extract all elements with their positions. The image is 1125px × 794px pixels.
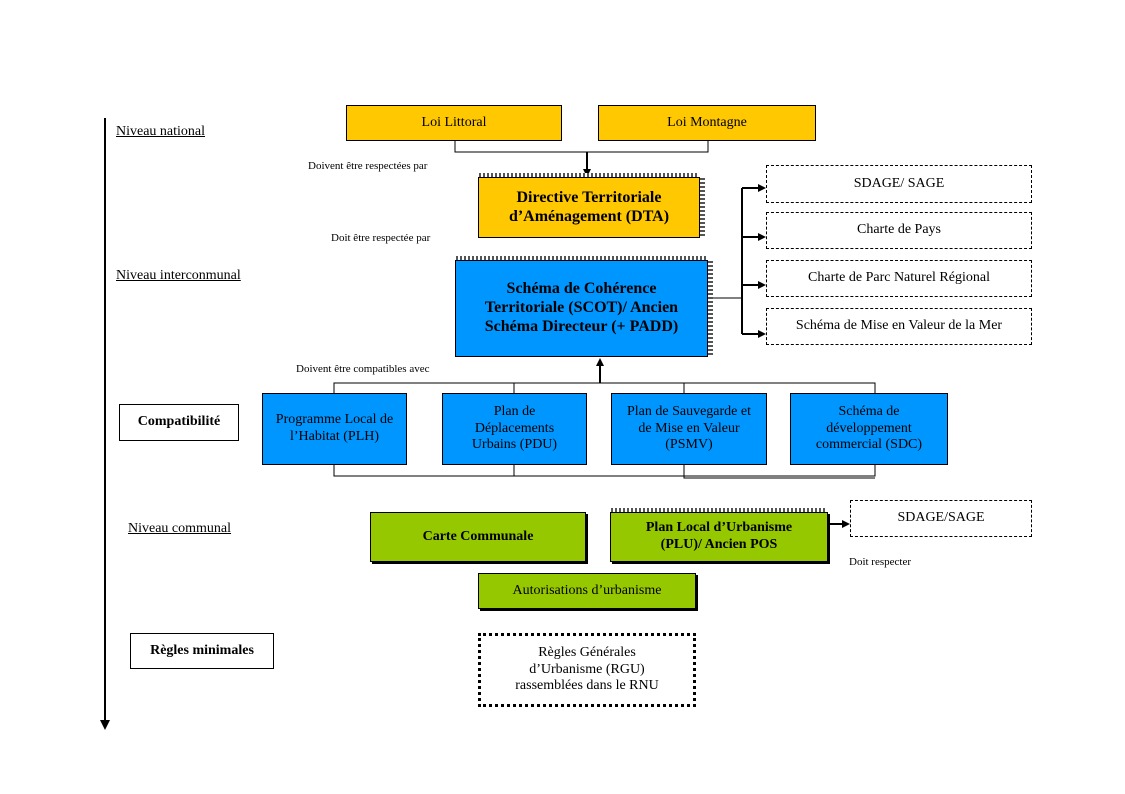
level-national: Niveau national (116, 124, 206, 139)
sdage-sage-box-1: SDAGE/ SAGE (766, 165, 1032, 203)
charte-pays-box: Charte de Pays (766, 212, 1032, 249)
level-intercommunal: Niveau interconmunal (116, 268, 241, 283)
compatibilite-box: Compatibilité (119, 404, 239, 441)
plu-label: Plan Local d’Urbanisme (PLU)/ Ancien POS (645, 520, 793, 552)
compat-bottom-connector (333, 465, 876, 477)
dta-label: Directive Territoriale d’Aménagement (DT… (508, 188, 670, 225)
loi-montagne-box: Loi Montagne (598, 105, 816, 141)
label-doivent-etre-compatibles: Doivent être compatibles avec (296, 363, 430, 375)
rgu-box: Règles Générales d’Urbanisme (RGU) rasse… (478, 633, 696, 707)
scot-label: Schéma de Cohérence Territoriale (SCOT)/… (484, 280, 679, 335)
dta-hatch-right (700, 178, 705, 237)
psmv-box: Plan de Sauvegarde et de Mise en Valeur … (611, 393, 767, 465)
schema-mer-box: Schéma de Mise en Valeur de la Mer (766, 308, 1032, 345)
carte-communale-box: Carte Communale (370, 512, 586, 562)
label-doit-respecter: Doit respecter (849, 556, 911, 568)
label-doivent-etre-respectees: Doivent être respectées par (308, 160, 428, 172)
scot-hatch-top (456, 256, 707, 260)
autorisations-box: Autorisations d’urbanisme (478, 573, 696, 609)
level-axis-arrowhead (100, 720, 110, 730)
sdage-sage-box-2: SDAGE/SAGE (850, 500, 1032, 537)
dta-hatch-top (479, 173, 699, 177)
charte-parc-box: Charte de Parc Naturel Régional (766, 260, 1032, 297)
regles-minimales-box: Règles minimales (130, 633, 274, 669)
loi-connector (454, 141, 709, 153)
scot-hatch-right (708, 261, 713, 356)
plu-hatch-top (611, 508, 827, 512)
loi-littoral-box: Loi Littoral (346, 105, 562, 141)
compat-bottom-connector-2 (683, 465, 875, 479)
compat-top-connector (333, 382, 876, 393)
sdc-box: Schéma de développement commercial (SDC) (790, 393, 948, 465)
label-doit-etre-respectee: Doit être respectée par (331, 232, 431, 244)
pdu-box: Plan de Déplacements Urbains (PDU) (442, 393, 587, 465)
plu-box: Plan Local d’Urbanisme (PLU)/ Ancien POS (610, 508, 828, 562)
scot-box: Schéma de Cohérence Territoriale (SCOT)/… (455, 256, 713, 357)
level-communal: Niveau communal (128, 521, 232, 536)
dta-box: Directive Territoriale d’Aménagement (DT… (478, 173, 705, 238)
plh-box: Programme Local de l’Habitat (PLH) (262, 393, 407, 465)
